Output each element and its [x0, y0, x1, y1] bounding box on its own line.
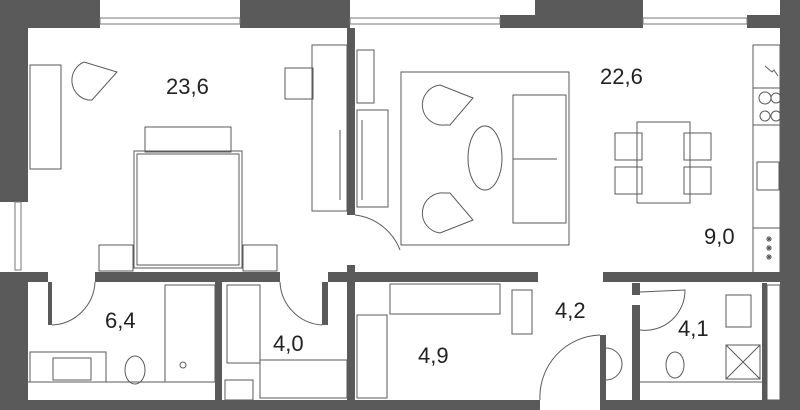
headboard: [144, 126, 232, 153]
tv-stand: [356, 109, 389, 208]
sink-icon: [725, 294, 752, 328]
armchair-icon: [421, 84, 474, 126]
burner-icon: [758, 91, 772, 105]
utility-box: [224, 379, 254, 401]
chair-icon: [284, 67, 314, 100]
entrance-door-swing: [539, 334, 601, 401]
burner-icon: [759, 110, 771, 122]
room-area-kitchen: 9,0: [704, 224, 735, 249]
sink-icon: [756, 161, 780, 191]
kitchen-counter: [752, 44, 781, 274]
cabinet: [766, 284, 781, 401]
wardrobe: [356, 314, 388, 399]
windows: [14, 17, 748, 271]
seat-icon: [605, 347, 623, 381]
room-area-hall: 4,2: [555, 298, 586, 323]
window: [642, 17, 748, 25]
washing-machine-icon: [725, 344, 761, 380]
faucet-icon: [764, 65, 779, 77]
nightstand: [242, 244, 278, 272]
shower: [164, 284, 216, 383]
room-area-wc: 4,1: [678, 316, 709, 341]
bed: [133, 150, 243, 269]
door-swing: [51, 281, 96, 326]
room-area-living: 22,6: [600, 64, 643, 89]
wardrobe: [259, 359, 348, 399]
wardrobe: [389, 283, 501, 315]
nightstand: [98, 244, 134, 272]
door-swing: [354, 214, 401, 251]
toilet-icon: [124, 355, 146, 385]
desk: [311, 44, 348, 212]
window: [99, 17, 241, 25]
furniture: [28, 44, 782, 401]
window: [14, 201, 22, 271]
wardrobe: [226, 284, 261, 364]
armchair-icon: [71, 61, 118, 101]
room-area-bathroom: 6,4: [105, 308, 136, 333]
armchair-icon: [421, 192, 474, 234]
vanity: [29, 351, 107, 383]
door-swing: [279, 281, 323, 326]
bed-mattress: [136, 153, 240, 266]
chair-icon: [683, 166, 712, 195]
burner-icon: [770, 92, 782, 104]
fridge-icon: [766, 236, 772, 260]
window: [349, 17, 501, 25]
toilet-icon: [665, 351, 685, 379]
coffee-table: [467, 125, 503, 191]
chair-icon: [614, 166, 643, 195]
sink-icon: [52, 357, 92, 381]
door-swing: [639, 289, 686, 331]
bench: [511, 289, 533, 335]
shower-head-icon: [179, 361, 187, 369]
rug: [400, 71, 570, 246]
dining-table: [636, 121, 691, 204]
chair-icon: [683, 132, 712, 161]
chair-icon: [614, 132, 643, 161]
shelf: [356, 49, 375, 104]
room-area-dressing: 4,0: [273, 331, 304, 356]
burner-icon: [770, 110, 782, 122]
area-labels: 23,6 22,6 9,0 6,4 4,0 4,9 4,2 4,1: [105, 64, 735, 368]
room-area-bedroom: 23,6: [166, 74, 209, 99]
room-area-corridor: 4,9: [418, 343, 449, 368]
wardrobe: [29, 64, 62, 170]
